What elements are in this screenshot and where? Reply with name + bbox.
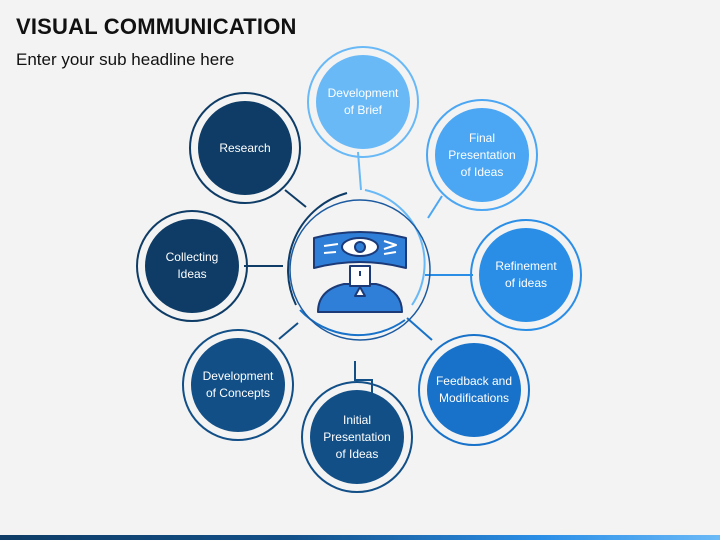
node-final-presentation-circle [435, 108, 529, 202]
node-refinement-circle [479, 228, 573, 322]
connector-research [284, 189, 307, 208]
node-initial-presentation[interactable] [301, 381, 413, 493]
connector-final-presentation [427, 195, 443, 219]
center-ring-light [364, 189, 426, 306]
node-final-presentation[interactable] [426, 99, 538, 211]
node-research-circle [198, 101, 292, 195]
node-development-of-concepts[interactable] [182, 329, 294, 441]
node-research[interactable] [189, 92, 301, 204]
node-feedback-circle [427, 343, 521, 437]
connector-development-of-concepts [278, 322, 299, 340]
node-refinement[interactable] [470, 219, 582, 331]
connectors [244, 151, 473, 395]
page-subtitle: Enter your sub headline here [16, 50, 235, 69]
node-development-of-brief-circle [316, 55, 410, 149]
node-development-of-brief[interactable] [307, 46, 419, 158]
center-ring-dark [287, 192, 348, 306]
center-ring-inner [289, 199, 431, 341]
center-ring [287, 189, 431, 341]
node-collecting-ideas[interactable] [136, 210, 248, 322]
center-ring-blue [299, 309, 406, 337]
page-title: VISUAL COMMUNICATION [16, 14, 297, 39]
connector-development-of-brief [357, 151, 362, 191]
connector-feedback [406, 317, 433, 341]
connector-initial-presentation [354, 361, 373, 395]
node-feedback[interactable] [418, 334, 530, 446]
node-collecting-ideas-circle [145, 219, 239, 313]
bottom-accent-bar [0, 535, 720, 540]
node-initial-presentation-circle [310, 390, 404, 484]
node-development-of-concepts-circle [191, 338, 285, 432]
eye-on-screen-icon [313, 231, 407, 313]
